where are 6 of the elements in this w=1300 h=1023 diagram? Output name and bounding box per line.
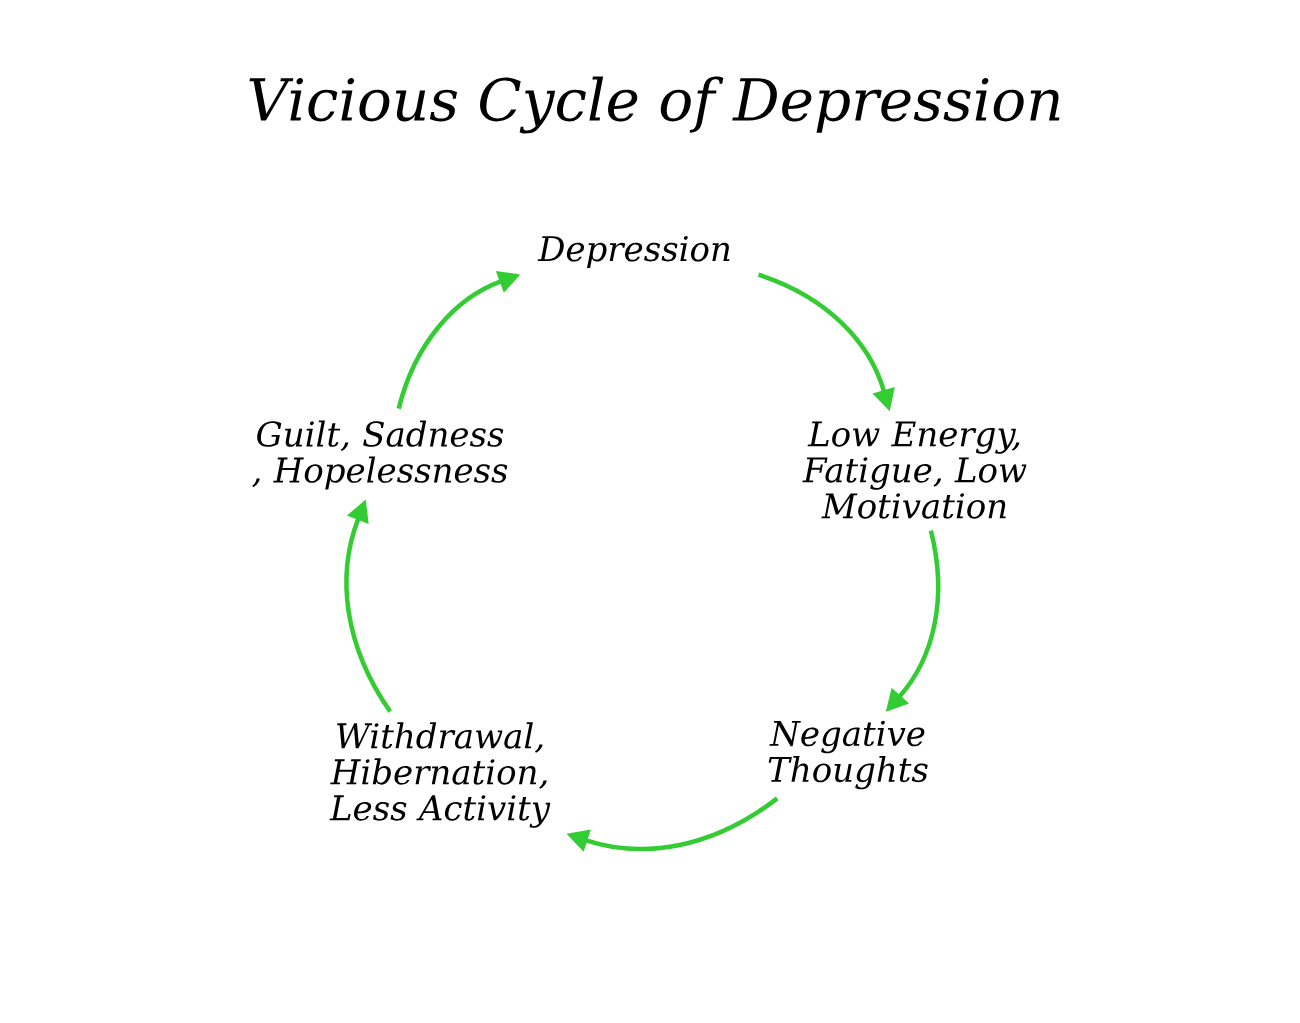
title: Vicious Cycle of Depression: [249, 76, 1060, 134]
cycle-step-text: Negative Thoughts: [768, 720, 928, 790]
cycle-step-text: Low Energy, Fatigue, Low Motivation: [802, 421, 1027, 519]
cycle-step-text: Guilt, Sadness , Hopelessness: [252, 420, 508, 490]
cycle-step-text: Withdrawal, Hibernation, Less Activity: [329, 722, 551, 828]
cycle-step-text: Depression: [537, 235, 730, 269]
